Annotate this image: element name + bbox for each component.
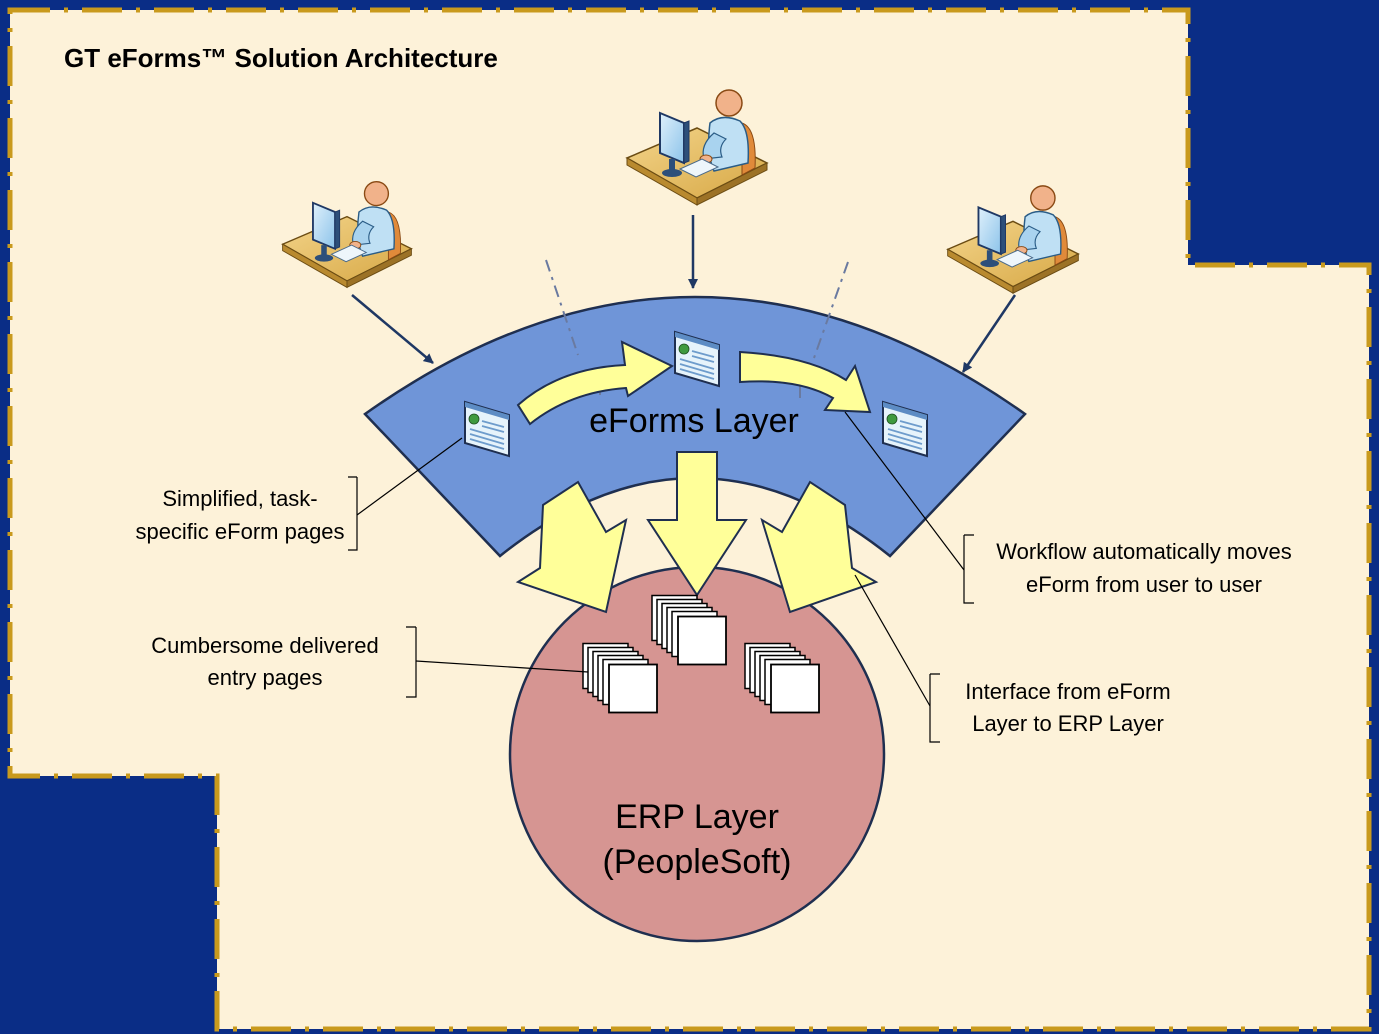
erp-layer-sublabel: (PeopleSoft): [603, 843, 792, 881]
callout-workflow: Workflow automatically moves eForm from …: [844, 411, 1292, 604]
interface-arrow-right: [760, 480, 879, 614]
divider-line-right: [813, 261, 849, 359]
callout-simplified-line2: specific eForm pages: [135, 519, 344, 544]
callout-simplified-line1: Simplified, task-: [162, 486, 317, 511]
callout-cumbersome-line2: entry pages: [208, 665, 323, 690]
callout-interface-line1: Interface from eForm: [965, 679, 1170, 704]
callout-cumbersome: Cumbersome delivered entry pages: [151, 626, 589, 698]
user-arrow-left: [351, 294, 434, 364]
workflow-arrow-right: [739, 350, 872, 414]
callout-cumbersome-line1: Cumbersome delivered: [151, 633, 378, 658]
interface-arrow-center: [646, 451, 748, 597]
eforms-layer-label: eForms Layer: [589, 402, 799, 440]
eforms-layer-band: [363, 295, 1027, 558]
divider-line-left: [545, 259, 579, 356]
callout-workflow-line2: eForm from user to user: [1026, 572, 1262, 597]
erp-layer-label: ERP Layer: [615, 798, 779, 836]
workflow-arrow-left: [516, 340, 674, 426]
callout-workflow-line1: Workflow automatically moves: [996, 539, 1291, 564]
interface-arrow-left: [515, 480, 628, 614]
callout-simplified: Simplified, task- specific eForm pages: [135, 437, 463, 551]
page-title: GT eForms™ Solution Architecture: [64, 43, 498, 73]
callout-interface: Interface from eForm Layer to ERP Layer: [854, 574, 1171, 743]
callout-interface-line2: Layer to ERP Layer: [972, 711, 1164, 736]
user-arrow-right: [961, 294, 1017, 373]
